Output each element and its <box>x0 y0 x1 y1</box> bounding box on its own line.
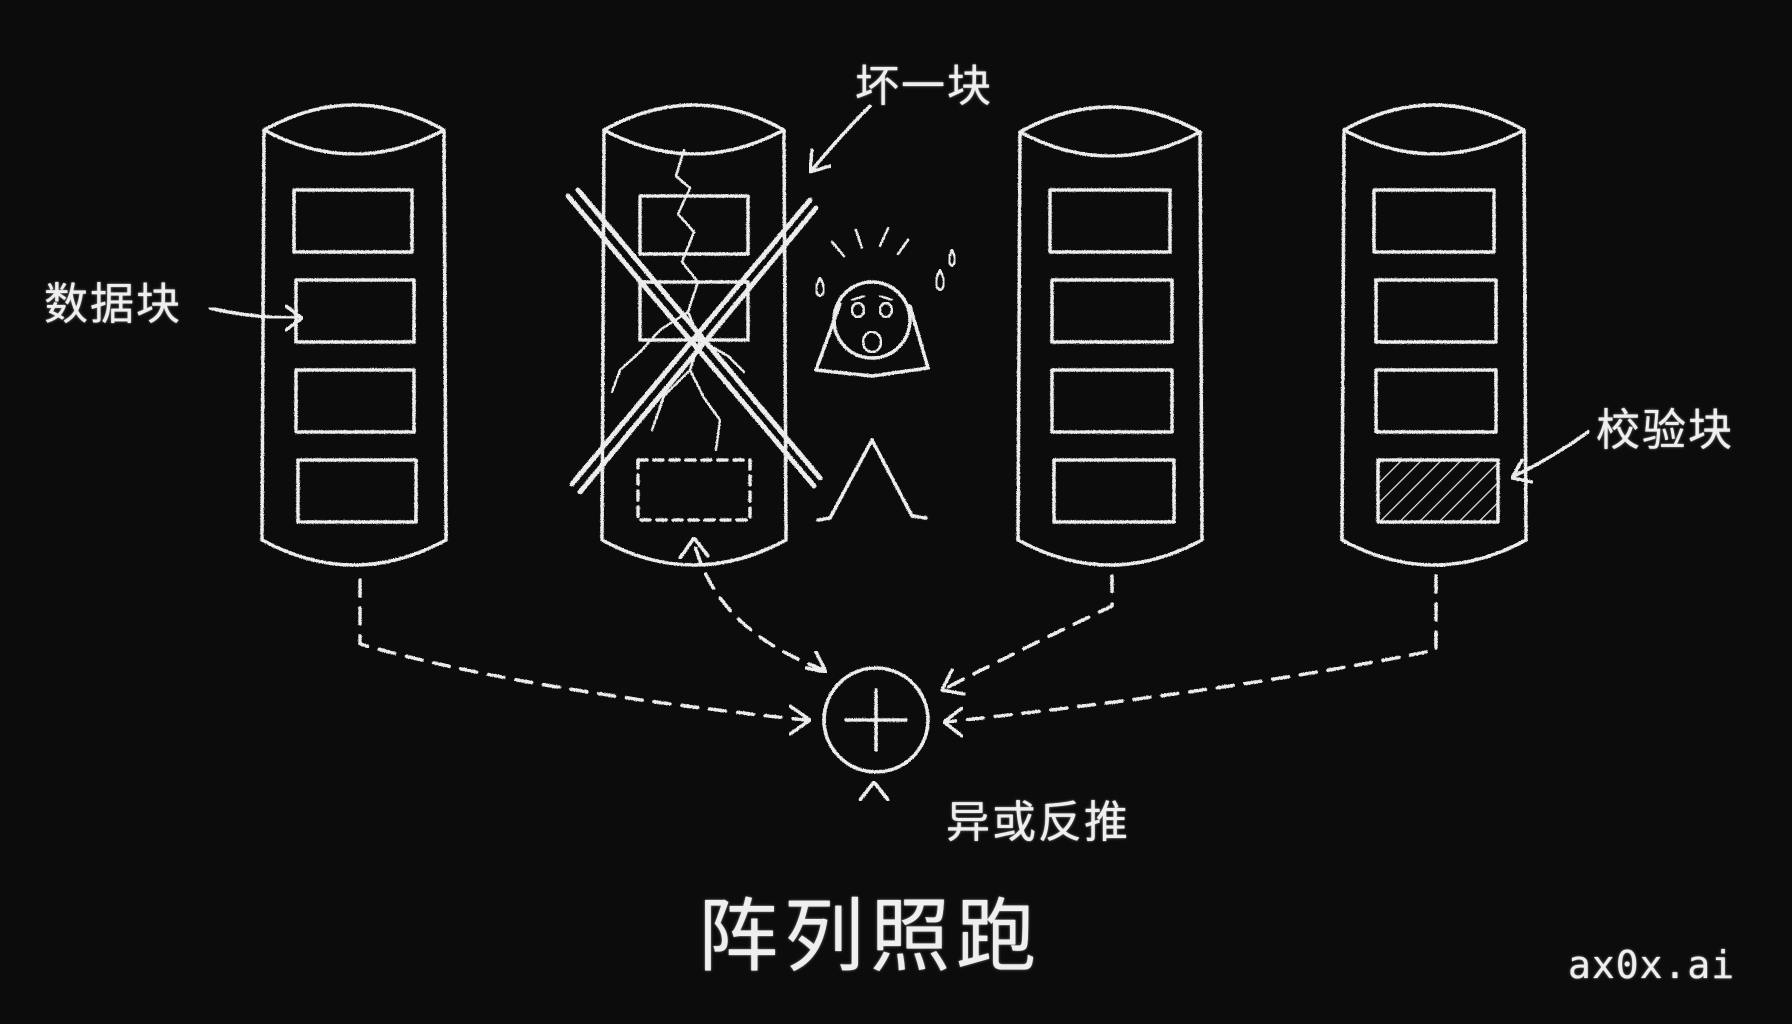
sweat-drop-icon <box>947 248 957 268</box>
parity-block <box>1376 458 1500 524</box>
data-block <box>638 194 750 256</box>
data-block <box>292 188 414 254</box>
data-block <box>1372 188 1496 254</box>
flow-disk4-to-xor <box>944 574 1438 724</box>
flow-xor-to-disk2 <box>692 540 826 672</box>
scared-stick-figure <box>814 226 957 522</box>
data-block <box>1050 368 1174 434</box>
disk-2-failed <box>565 103 823 567</box>
data-block-label: 数据块 <box>44 279 182 330</box>
flow-disk1-to-xor <box>358 578 808 722</box>
disk-1 <box>260 103 448 567</box>
xor-flows <box>358 536 1438 862</box>
parity-block-arrow <box>1512 430 1590 478</box>
bad-block-arrow <box>810 104 872 172</box>
parity-block-hatch <box>1378 460 1498 522</box>
data-block <box>296 458 418 524</box>
pointer-arrows <box>208 104 1590 484</box>
main-caption: 阵列照跑 <box>698 890 1042 983</box>
alarm-lines <box>830 226 910 258</box>
xor-node <box>822 666 930 774</box>
data-block <box>1374 278 1498 344</box>
sweat-drop-icon <box>934 268 946 292</box>
data-block <box>294 278 416 344</box>
watermark: ax0x.ai <box>1568 943 1736 987</box>
data-block <box>1050 278 1174 344</box>
bad-block-label: 坏一块 <box>855 61 993 112</box>
parity-block-label: 校验块 <box>1596 405 1734 456</box>
disk-4-parity <box>1340 103 1528 567</box>
crack <box>650 368 692 432</box>
disk-3 <box>1016 105 1204 567</box>
crack <box>638 310 690 354</box>
xor-reconstruct-label: 异或反推 <box>946 797 1130 848</box>
data-block <box>1048 188 1172 254</box>
flow-disk3-to-xor <box>944 574 1114 690</box>
data-block-arrow <box>208 306 302 320</box>
lost-block <box>636 458 752 522</box>
data-block <box>1374 368 1498 434</box>
crack <box>702 396 722 452</box>
crack <box>610 350 642 394</box>
data-block <box>1052 458 1176 524</box>
data-block <box>294 368 416 434</box>
sweat-drop-icon <box>814 276 826 298</box>
